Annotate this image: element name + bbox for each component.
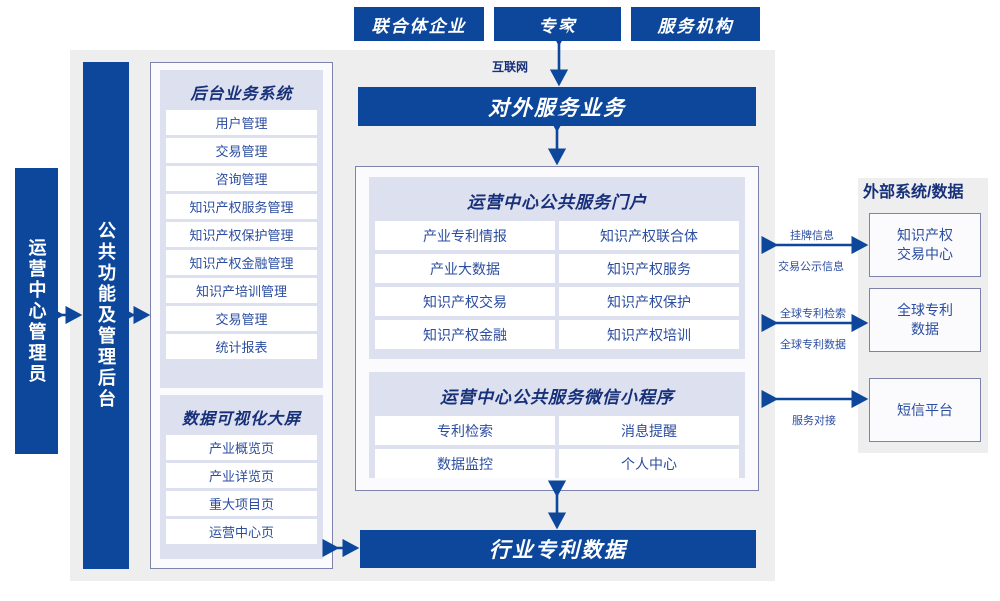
portal-item[interactable]: 知识产权交易 — [375, 287, 555, 316]
external-card-ip-exchange[interactable]: 知识产权 交易中心 — [869, 213, 981, 277]
backoffice-title: 后台业务系统 — [190, 86, 293, 103]
backoffice-item[interactable]: 知识产权金融管理 — [166, 250, 317, 275]
external-card-line1: 全球专利 — [897, 302, 953, 319]
external-card-line2: 交易中心 — [897, 246, 953, 262]
top-actor-label: 专家 — [538, 16, 577, 36]
portal-item[interactable]: 知识产权培训 — [559, 320, 739, 349]
portal-group: 运营中心公共服务门户 产业专利情报 知识产权联合体 产业大数据 知识产权服务 知… — [369, 177, 745, 359]
backoffice-item[interactable]: 交易管理 — [166, 138, 317, 163]
miniprogram-group: 运营中心公共服务微信小程序 专利检索 消息提醒 数据监控 个人中心 — [369, 372, 745, 478]
miniprogram-item[interactable]: 消息提醒 — [559, 416, 739, 445]
common-backend-column[interactable]: 公共功能及管理后台 — [83, 62, 129, 569]
miniprogram-item[interactable]: 专利检索 — [375, 416, 555, 445]
dataviz-item[interactable]: 产业概览页 — [166, 435, 317, 460]
external-arrow-label-below: 交易公示信息 — [778, 261, 844, 273]
external-arrow-label-below: 全球专利数据 — [780, 339, 846, 351]
portal-item[interactable]: 产业专利情报 — [375, 221, 555, 250]
external-service-bar[interactable]: 对外服务业务 — [358, 87, 756, 126]
portal-title: 运营中心公共服务门户 — [467, 193, 647, 212]
top-actor-专家[interactable]: 专家 — [494, 7, 621, 41]
external-card-global-patent-data[interactable]: 全球专利 数据 — [869, 288, 981, 352]
dataviz-title: 数据可视化大屏 — [181, 411, 301, 428]
dataviz-item[interactable]: 重大项目页 — [166, 491, 317, 516]
external-arrow-label-above: 挂牌信息 — [790, 230, 834, 242]
external-systems-title: 外部系统/数据 — [863, 184, 964, 201]
top-actor-联合体企业[interactable]: 联合体企业 — [354, 7, 484, 41]
backoffice-item[interactable]: 统计报表 — [166, 334, 317, 359]
internet-label: 互联网 — [492, 60, 529, 74]
dataviz-item[interactable]: 运营中心页 — [166, 519, 317, 544]
miniprogram-title: 运营中心公共服务微信小程序 — [440, 388, 674, 407]
industry-patent-data-bar[interactable]: 行业专利数据 — [360, 530, 756, 568]
external-card-sms-platform[interactable]: 短信平台 — [869, 378, 981, 442]
top-actor-服务机构[interactable]: 服务机构 — [631, 7, 760, 41]
external-card-line1: 短信平台 — [897, 401, 953, 418]
industry-patent-data-label: 行业专利数据 — [489, 539, 627, 562]
operations-center-admin[interactable]: 运营中心管理员 — [15, 168, 58, 454]
backoffice-group: 后台业务系统 用户管理 交易管理 咨询管理 知识产权服务管理 知识产权保护管理 … — [160, 70, 323, 388]
external-arrow-label-above: 全球专利检索 — [780, 308, 846, 320]
dataviz-item-list: 产业概览页 产业详览页 重大项目页 运营中心页 — [166, 435, 317, 544]
portal-item[interactable]: 产业大数据 — [375, 254, 555, 283]
top-actor-label: 联合体企业 — [371, 16, 467, 36]
portal-item[interactable]: 知识产权金融 — [375, 320, 555, 349]
backoffice-item[interactable]: 知识产权服务管理 — [166, 194, 317, 219]
backoffice-item[interactable]: 知识产权保护管理 — [166, 222, 317, 247]
dataviz-item[interactable]: 产业详览页 — [166, 463, 317, 488]
portal-item[interactable]: 知识产权联合体 — [559, 221, 739, 250]
miniprogram-item[interactable]: 个人中心 — [559, 449, 739, 478]
portal-item[interactable]: 知识产权保护 — [559, 287, 739, 316]
operations-center-admin-label: 运营中心管理员 — [26, 237, 47, 385]
external-card-line2: 数据 — [911, 321, 939, 337]
common-backend-label: 公共功能及管理后台 — [96, 221, 116, 410]
miniprogram-item[interactable]: 数据监控 — [375, 449, 555, 478]
external-arrow-label-below: 服务对接 — [792, 415, 836, 427]
backoffice-item[interactable]: 知识产培训管理 — [166, 278, 317, 303]
backoffice-item[interactable]: 用户管理 — [166, 110, 317, 135]
backoffice-item-list: 用户管理 交易管理 咨询管理 知识产权服务管理 知识产权保护管理 知识产权金融管… — [166, 110, 317, 359]
backoffice-item[interactable]: 交易管理 — [166, 306, 317, 331]
backoffice-item[interactable]: 咨询管理 — [166, 166, 317, 191]
miniprogram-item-grid: 专利检索 消息提醒 数据监控 个人中心 — [375, 416, 739, 478]
dataviz-group: 数据可视化大屏 产业概览页 产业详览页 重大项目页 运营中心页 — [160, 395, 323, 559]
portal-item-grid: 产业专利情报 知识产权联合体 产业大数据 知识产权服务 知识产权交易 知识产权保… — [375, 221, 739, 349]
external-service-bar-label: 对外服务业务 — [488, 96, 626, 120]
top-actor-label: 服务机构 — [657, 16, 734, 36]
external-card-line1: 知识产权 — [897, 227, 953, 244]
portal-item[interactable]: 知识产权服务 — [559, 254, 739, 283]
